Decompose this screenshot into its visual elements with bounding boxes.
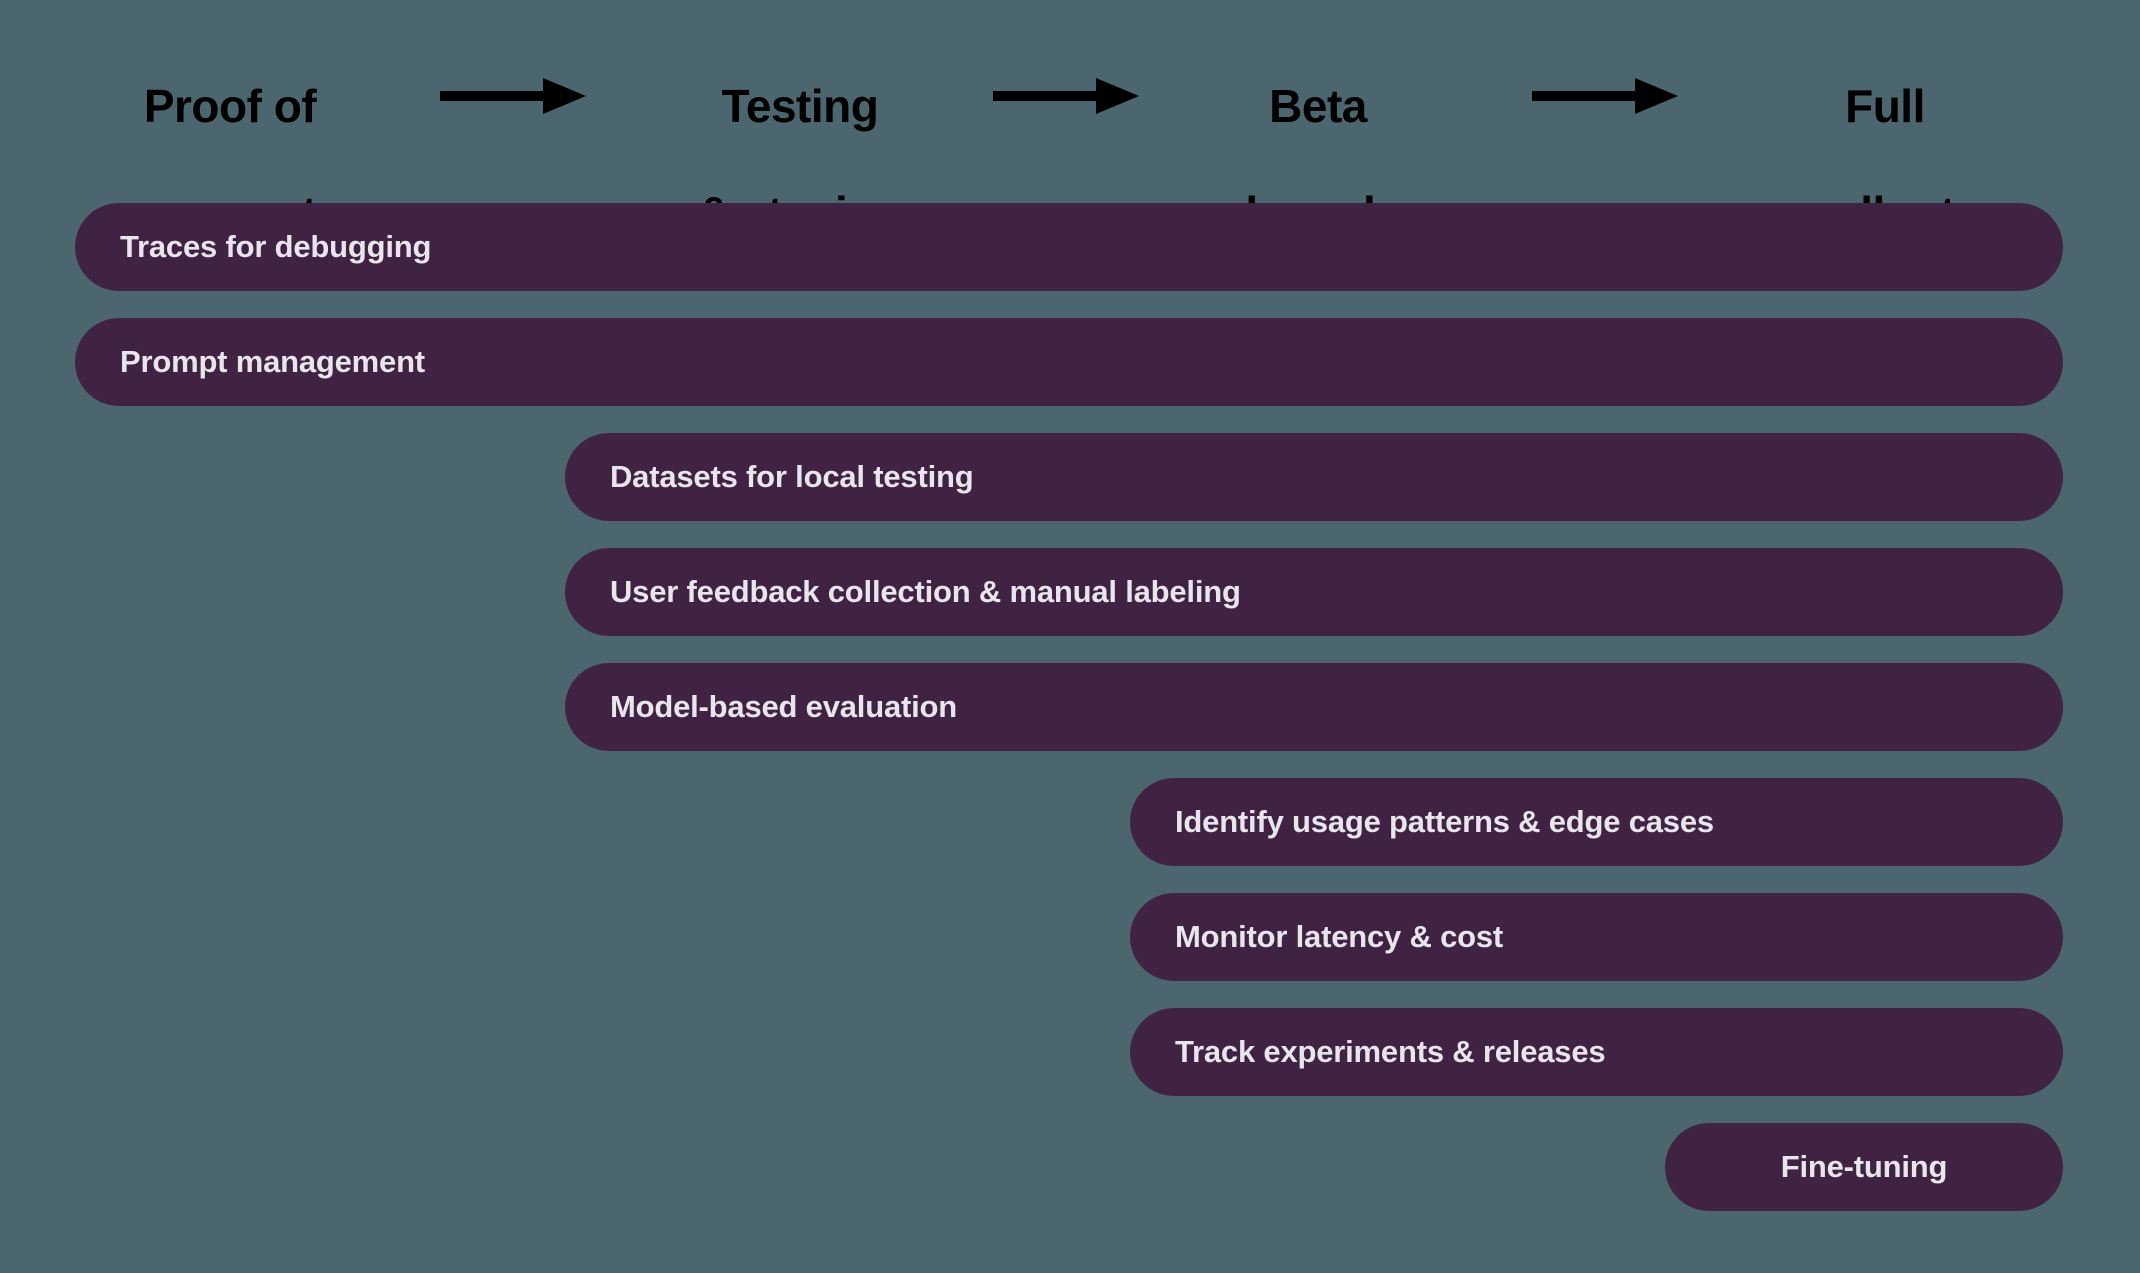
capability-pill-label: Identify usage patterns & edge cases bbox=[1175, 804, 1714, 839]
capability-pill-prompt-management[interactable]: Prompt management bbox=[75, 318, 2063, 406]
capability-pill-label: Track experiments & releases bbox=[1175, 1034, 1606, 1069]
capability-pill-identify-usage-patterns-and-edge-cases[interactable]: Identify usage patterns & edge cases bbox=[1130, 778, 2063, 866]
capability-pill-datasets-for-local-testing[interactable]: Datasets for local testing bbox=[565, 433, 2063, 521]
capability-pill-label: Traces for debugging bbox=[120, 229, 432, 264]
capability-pill-track-experiments-and-releases[interactable]: Track experiments & releases bbox=[1130, 1008, 2063, 1096]
stage-label-line1: Beta bbox=[1269, 79, 1367, 132]
capability-pill-fine-tuning[interactable]: Fine-tuning bbox=[1665, 1123, 2063, 1211]
arrow-stage-1-to-2 bbox=[440, 74, 586, 118]
capability-pill-traces-for-debugging[interactable]: Traces for debugging bbox=[75, 203, 2063, 291]
stage-header-row: Proof of concept Testing & staging Beta … bbox=[0, 12, 2140, 239]
capability-pill-label: Model-based evaluation bbox=[610, 689, 957, 724]
arrow-stage-2-to-3 bbox=[993, 74, 1139, 118]
capability-pill-monitor-latency-and-cost[interactable]: Monitor latency & cost bbox=[1130, 893, 2063, 981]
capability-pill-label: Prompt management bbox=[120, 344, 425, 379]
arrow-stage-3-to-4 bbox=[1532, 74, 1678, 118]
capability-pill-label: Monitor latency & cost bbox=[1175, 919, 1504, 954]
stage-label-line1: Full bbox=[1845, 79, 1925, 132]
stage-label-line1: Proof of bbox=[143, 79, 317, 132]
capability-pill-user-feedback-collection-and-manual-labeling[interactable]: User feedback collection & manual labeli… bbox=[565, 548, 2063, 636]
capability-pill-label: Fine-tuning bbox=[1780, 1149, 1948, 1184]
stage-label-line1: Testing bbox=[721, 79, 879, 132]
capability-pill-label: Datasets for local testing bbox=[610, 459, 974, 494]
capability-pill-label: User feedback collection & manual labeli… bbox=[610, 574, 1241, 609]
capability-pill-model-based-evaluation[interactable]: Model-based evaluation bbox=[565, 663, 2063, 751]
